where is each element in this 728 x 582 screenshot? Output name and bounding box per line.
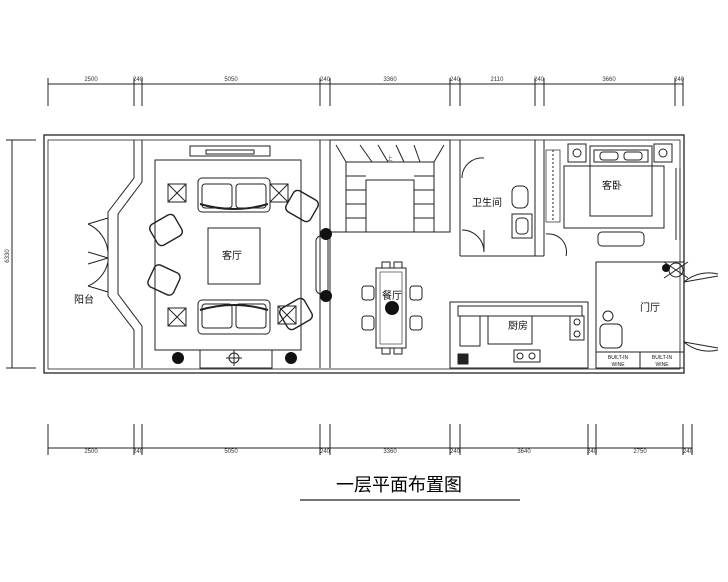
- top-dim-label: 2500: [84, 77, 98, 83]
- top-dim-label: 240: [674, 77, 685, 83]
- room-label-bathroom: 卫生间: [472, 196, 502, 209]
- bottom-dim-label: 3360: [383, 449, 397, 455]
- room-label-bedroom: 客卧: [602, 179, 622, 192]
- living-armchairs: [147, 189, 319, 331]
- top-dim-label: 5050: [224, 77, 238, 83]
- bottom-dim-label: 240: [320, 449, 331, 455]
- room-label-foyer: 门厅: [640, 301, 660, 314]
- top-dim-label: 2110: [491, 77, 505, 83]
- bottom-dim-label: 3640: [517, 449, 531, 455]
- foyer-plant: [662, 264, 670, 272]
- drawing-title: 一层平面布置图: [336, 475, 462, 496]
- wine-label: BUILT-IN: [608, 355, 629, 361]
- living-sofa-top: [197, 177, 271, 213]
- top-dim-label: 3360: [383, 77, 397, 83]
- bottom-dim-label: 2750: [633, 449, 647, 455]
- room-label-kitchen: 厨房: [508, 319, 528, 332]
- stair-up-marker: 上: [387, 155, 392, 162]
- living-side-tables: [167, 183, 297, 327]
- top-dim-label: 240: [320, 77, 331, 83]
- dining-centerpiece: [385, 301, 399, 315]
- top-dim-label: 240: [133, 77, 144, 83]
- plant-right: [285, 352, 297, 364]
- kitchen-layout: [449, 301, 589, 369]
- plant-left: [172, 352, 184, 364]
- bottom-dim-label: 5050: [224, 449, 238, 455]
- column-upper: [320, 228, 332, 240]
- wine-label: BUILT-IN: [652, 355, 673, 361]
- wine-label: WINE: [611, 362, 625, 368]
- living-coffee-table: [207, 227, 261, 285]
- foyer-layout: [595, 261, 719, 369]
- column-lower: [320, 290, 332, 302]
- bottom-dimension-line: [47, 424, 693, 455]
- top-dimension-line: [47, 78, 684, 106]
- room-label-dining: 餐厅: [382, 289, 402, 302]
- side-dimension-line: [6, 139, 36, 369]
- side-dim-label: 6330: [5, 249, 11, 263]
- top-dimension-labels: 2500 240 5050 240 3360 240 2110 240 3660…: [84, 77, 684, 83]
- stair-walls: [329, 139, 451, 233]
- wine-label: WINE: [655, 362, 669, 368]
- bedroom-furniture: [545, 143, 681, 257]
- bottom-dim-label: 240: [133, 449, 144, 455]
- living-sofa-bottom: [197, 299, 271, 335]
- top-dim-label: 3660: [602, 77, 616, 83]
- bottom-dim-label: 240: [450, 449, 461, 455]
- balcony-bay: [87, 140, 143, 368]
- bottom-dimension-labels: 2500 240 5050 240 3360 240 3640 240 2750…: [84, 449, 693, 455]
- wine-labels: BUILT-IN WINE BUILT-IN WINE: [608, 355, 673, 368]
- room-label-balcony: 阳台: [74, 293, 94, 306]
- room-label-living: 客厅: [222, 249, 242, 262]
- bathroom-walls: [459, 140, 545, 257]
- bottom-dim-label: 240: [683, 449, 694, 455]
- top-dim-label: 240: [534, 77, 545, 83]
- dining-table: [361, 261, 423, 355]
- top-dim-label: 240: [450, 77, 461, 83]
- living-lamp: [226, 350, 242, 366]
- bottom-dim-label: 2500: [84, 449, 98, 455]
- bottom-dim-label: 240: [587, 449, 598, 455]
